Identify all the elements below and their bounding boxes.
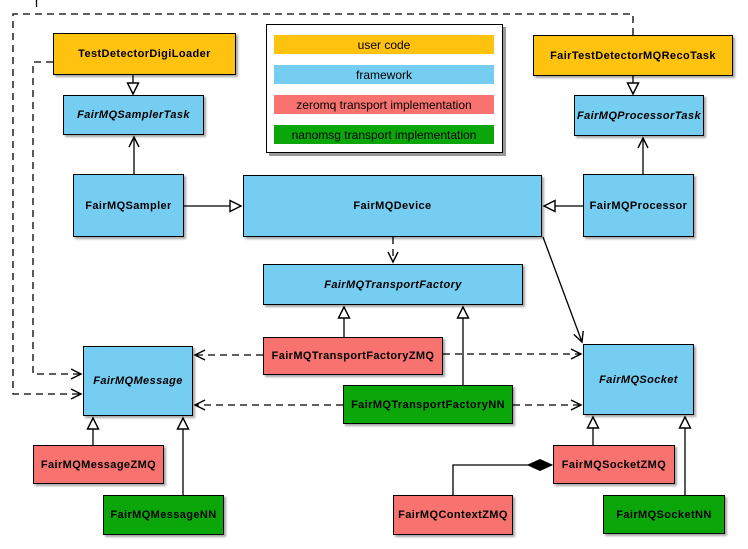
node-fairtestdetectormqrecotask: FairTestDetectorMQRecoTask xyxy=(533,35,733,76)
node-fairmqcontextzmq: FairMQContextZMQ xyxy=(393,495,513,535)
legend-item-zeromq: zeromq transport implementation xyxy=(274,95,494,114)
node-fairmqmessage: FairMQMessage xyxy=(83,346,193,416)
edge-device-uses-socket xyxy=(542,236,584,344)
node-fairmqsamplertask: FairMQSamplerTask xyxy=(63,95,204,135)
legend: user code framework zeromq transport imp… xyxy=(266,24,503,153)
node-fairmqsocketnn: FairMQSocketNN xyxy=(603,495,725,534)
node-fairmqsocket: FairMQSocket xyxy=(583,344,694,415)
node-fairmqdevice: FairMQDevice xyxy=(243,175,542,237)
edge-contextzmq-composed-socketzmq xyxy=(452,465,552,495)
legend-item-framework: framework xyxy=(274,65,494,84)
node-testdetectordigiloader: TestDetectorDigiLoader xyxy=(53,33,236,75)
node-fairmqtransportfactory: FairMQTransportFactory xyxy=(263,264,523,305)
node-fairmqsampler: FairMQSampler xyxy=(73,174,184,237)
node-fairmqsocketzmq: FairMQSocketZMQ xyxy=(553,445,675,484)
legend-item-user-code: user code xyxy=(274,35,494,54)
legend-item-nanomsg: nanomsg transport implementation xyxy=(274,125,494,144)
node-fairmqmessagezmq: FairMQMessageZMQ xyxy=(33,445,164,484)
node-fairmqprocessor: FairMQProcessor xyxy=(583,174,694,237)
node-fairmqtransportfactorynn: FairMQTransportFactoryNN xyxy=(343,385,513,424)
node-fairmqtransportfactoryzmq: FairMQTransportFactoryZMQ xyxy=(263,337,443,375)
node-fairmqprocessortask: FairMQProcessorTask xyxy=(574,95,704,136)
node-fairmqmessagenn: FairMQMessageNN xyxy=(103,495,224,535)
